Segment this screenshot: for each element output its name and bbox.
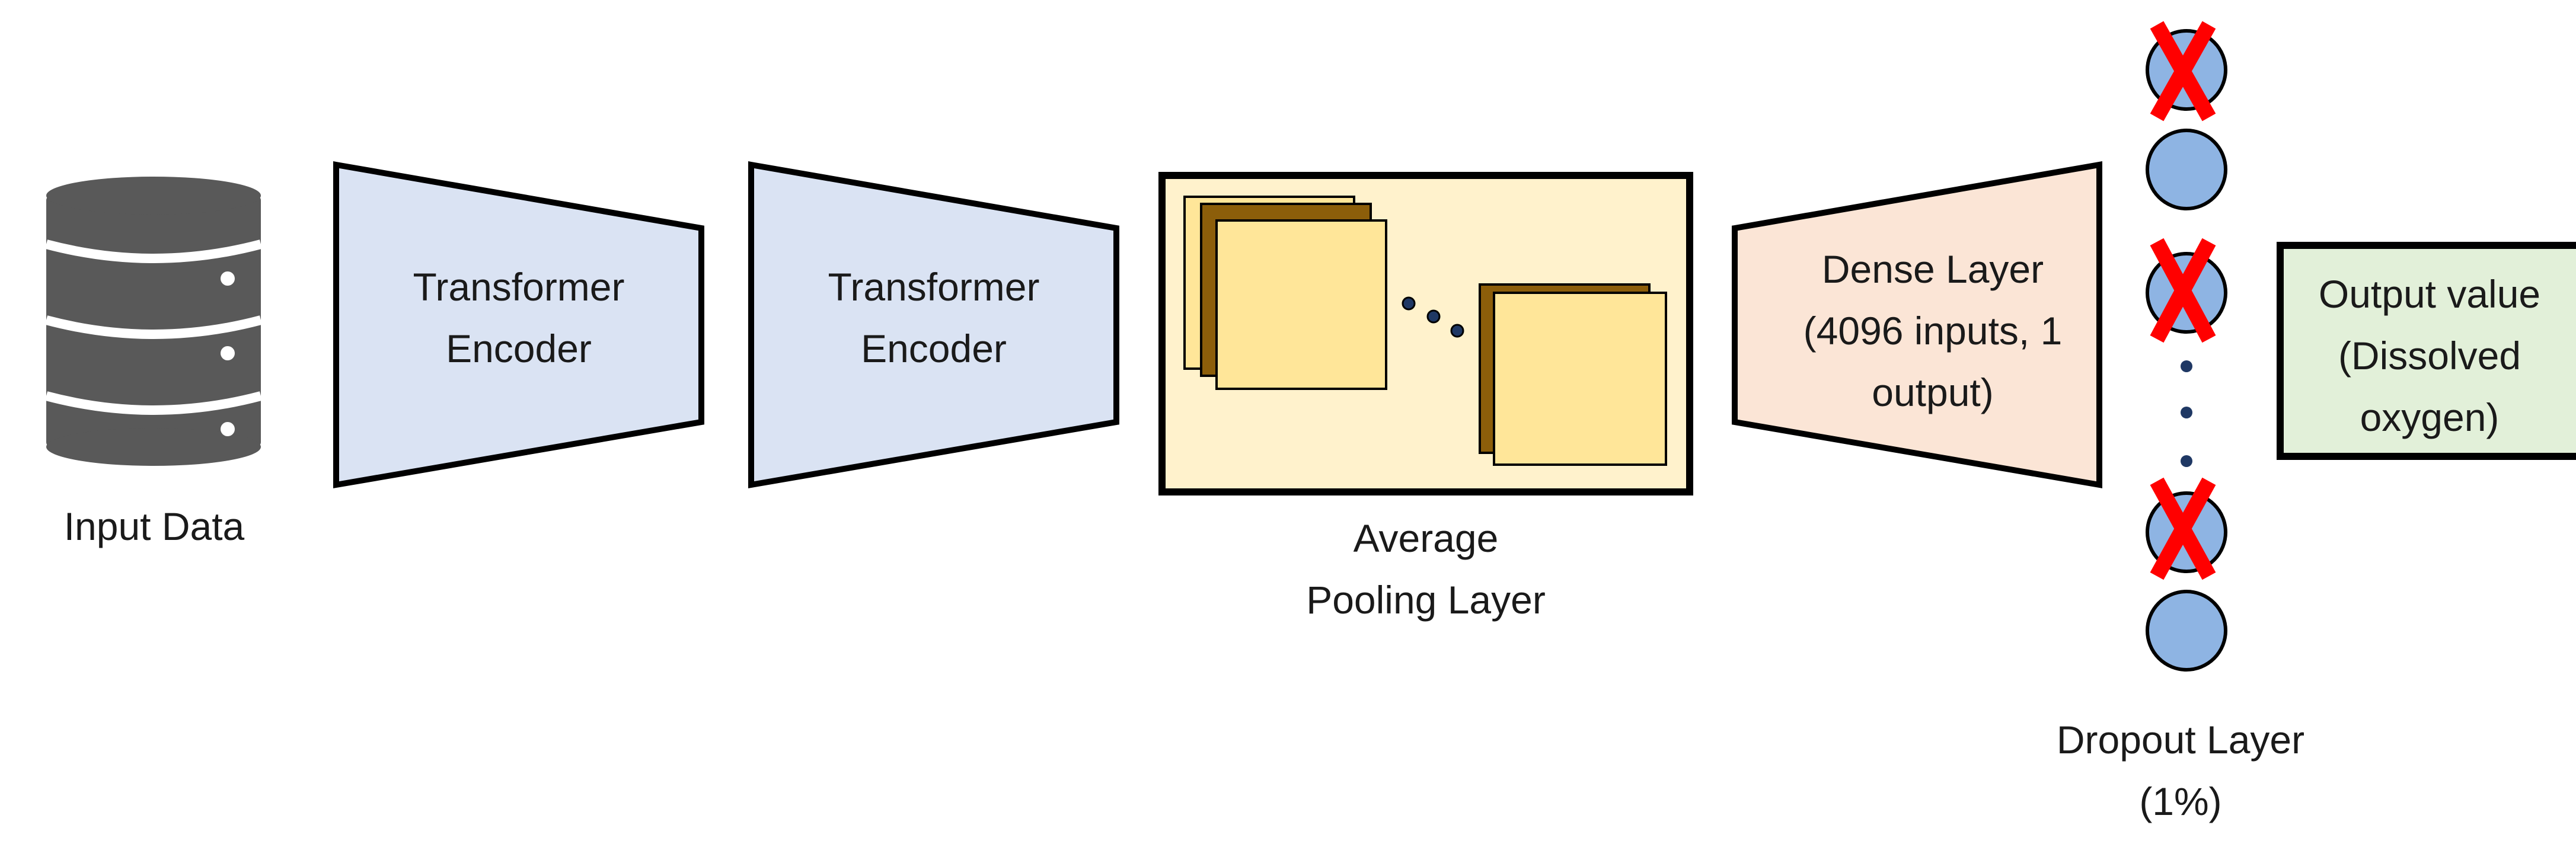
- pooling-line1: Average: [1353, 516, 1499, 560]
- cross-icon-3: [2150, 477, 2216, 580]
- encoder-2-label: Transformer Encoder: [753, 256, 1115, 379]
- vertical-ellipsis: [2181, 360, 2192, 467]
- dense-line2: (4096 inputs, 1: [1803, 309, 2063, 353]
- dense-line1: Dense Layer: [1821, 247, 2044, 291]
- feature-map-stack-left: [1183, 196, 1387, 390]
- encoder-1-label: Transformer Encoder: [338, 256, 700, 379]
- dense-layer-shape: [1732, 161, 2102, 488]
- dropout-label: Dropout Layer (1%): [2003, 709, 2358, 832]
- pooling-label: Average Pooling Layer: [1189, 507, 1663, 631]
- feature-map-stack-right: [1479, 283, 1667, 466]
- dropout-cross-icons: [2150, 21, 2216, 580]
- pooling-line2: Pooling Layer: [1306, 578, 1546, 622]
- database-icon: [44, 177, 263, 466]
- dense-label: Dense Layer (4096 inputs, 1 output): [1755, 238, 2111, 423]
- input-data-label: Input Data: [63, 504, 245, 548]
- ellipsis-dots: [1402, 296, 1464, 338]
- output-label: Output value (Dissolved oxygen): [2284, 263, 2575, 448]
- encoder-1-line2: Encoder: [446, 327, 592, 370]
- encoder-2-line1: Transformer: [828, 265, 1040, 309]
- transformer-encoder-shape-2: [748, 161, 1119, 488]
- output-line1: Output value: [2318, 272, 2541, 316]
- encoder-2-line2: Encoder: [861, 327, 1007, 370]
- neuron-5: [2146, 590, 2227, 672]
- dense-line3: output): [1872, 370, 1994, 414]
- dropout-line1: Dropout Layer: [2056, 718, 2305, 762]
- encoder-1-line1: Transformer: [413, 265, 625, 309]
- output-line2: (Dissolved: [2338, 334, 2521, 378]
- neuron-2: [2146, 129, 2227, 210]
- output-box: [2277, 242, 2576, 460]
- transformer-encoder-shape-1: [333, 161, 704, 488]
- output-line3: oxygen): [2360, 395, 2500, 439]
- cross-icon-1: [2150, 21, 2216, 122]
- dropout-line2: (1%): [2139, 779, 2222, 823]
- cross-icon-2: [2150, 238, 2216, 343]
